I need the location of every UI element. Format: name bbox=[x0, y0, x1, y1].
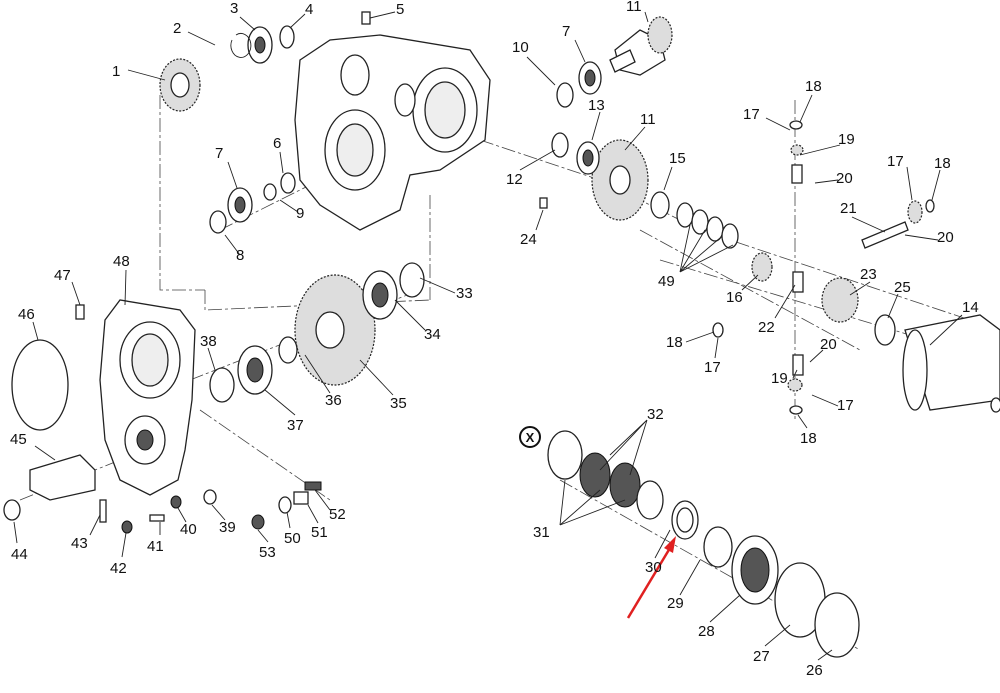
part-number-label: 18 bbox=[800, 430, 817, 447]
part-number-label: 20 bbox=[820, 336, 837, 353]
part-number-label: 48 bbox=[113, 253, 130, 270]
part-number-label: 1 bbox=[112, 63, 120, 80]
part-number-label: 38 bbox=[200, 333, 217, 350]
part-number-label: 11 bbox=[626, 0, 642, 15]
part-number-label: 42 bbox=[110, 560, 127, 577]
part-number-label: 16 bbox=[726, 289, 743, 306]
part-number-label: 40 bbox=[180, 521, 197, 538]
part-number-label: 47 bbox=[54, 267, 71, 284]
part-number-label: 34 bbox=[424, 326, 441, 343]
part-number-label: 7 bbox=[215, 145, 223, 162]
part-number-label: 29 bbox=[667, 595, 684, 612]
part-number-label: 43 bbox=[71, 535, 88, 552]
leader-lines bbox=[13, 11, 963, 661]
part-number-label: 44 bbox=[11, 546, 28, 563]
part-number-label: 20 bbox=[937, 229, 954, 246]
part-number-label: 33 bbox=[456, 285, 473, 302]
part-number-label: 53 bbox=[259, 544, 276, 561]
part-number-label: 6 bbox=[273, 135, 281, 152]
part-number-label: 8 bbox=[236, 247, 244, 264]
part-number-label: 15 bbox=[669, 150, 686, 167]
part-number-label: 10 bbox=[512, 39, 529, 56]
part-number-label: 20 bbox=[836, 170, 853, 187]
part-number-label: 24 bbox=[520, 231, 537, 248]
part-number-label: 30 bbox=[645, 559, 662, 576]
part-number-label: 26 bbox=[806, 662, 823, 679]
part-number-label: 2 bbox=[173, 20, 181, 37]
part-number-label: 25 bbox=[894, 279, 911, 296]
part-number-label: 41 bbox=[147, 538, 164, 555]
bearings-rings bbox=[11, 25, 1000, 658]
part-number-label: 22 bbox=[758, 319, 775, 336]
shafts-pins bbox=[3, 11, 1000, 534]
part-number-label: 50 bbox=[284, 530, 301, 547]
part-number-label: 3 bbox=[230, 0, 238, 17]
cover-plate bbox=[99, 299, 196, 496]
part-number-label: 52 bbox=[329, 506, 346, 523]
part-number-label: 49 bbox=[658, 273, 675, 290]
part-number-label: 18 bbox=[934, 155, 951, 172]
part-number-label: 17 bbox=[743, 106, 760, 123]
part-number-label: 21 bbox=[840, 200, 857, 217]
part-number-label: 23 bbox=[860, 266, 877, 283]
gears bbox=[159, 16, 923, 392]
part-number-label: 37 bbox=[287, 417, 304, 434]
part-number-label: 4 bbox=[305, 1, 313, 18]
part-number-label: 46 bbox=[18, 306, 35, 323]
part-number-label: 14 bbox=[962, 299, 979, 316]
part-number-label: 28 bbox=[698, 623, 715, 640]
part-number-label: 9 bbox=[296, 205, 304, 222]
part-number-label: 13 bbox=[588, 97, 605, 114]
callout-x-symbol: X bbox=[519, 426, 541, 448]
part-number-label: 35 bbox=[390, 395, 407, 412]
part-number-label: 12 bbox=[506, 171, 523, 188]
highlight-arrow bbox=[626, 536, 676, 619]
part-number-label: 27 bbox=[753, 648, 770, 665]
part-number-label: 18 bbox=[805, 78, 822, 95]
part-number-label: 45 bbox=[10, 431, 27, 448]
part-number-label: 32 bbox=[647, 406, 664, 423]
part-number-label: 19 bbox=[771, 370, 788, 387]
part-number-label: 11 bbox=[640, 111, 656, 128]
main-housing bbox=[294, 34, 491, 231]
part-number-label: 51 bbox=[311, 524, 328, 541]
part-number-label: 19 bbox=[838, 131, 855, 148]
part-number-label: 31 bbox=[533, 524, 550, 541]
part-number-label: 17 bbox=[837, 397, 854, 414]
part-number-label: 17 bbox=[704, 359, 721, 376]
part-number-label: 18 bbox=[666, 334, 683, 351]
part-number-label: 7 bbox=[562, 23, 570, 40]
callout-x-text: X bbox=[526, 430, 535, 445]
part-number-label: 17 bbox=[887, 153, 904, 170]
part-number-label: 36 bbox=[325, 392, 342, 409]
part-number-label: 39 bbox=[219, 519, 236, 536]
part-number-label: 5 bbox=[396, 1, 404, 18]
